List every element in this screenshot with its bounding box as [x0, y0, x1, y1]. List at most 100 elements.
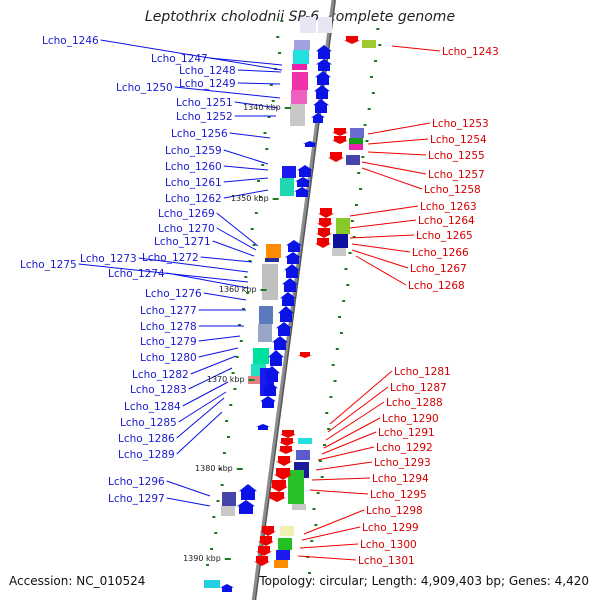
label-connector — [78, 263, 249, 283]
gene-label-left: Lcho_1247 — [151, 53, 208, 65]
reverse-gene-arrow — [344, 36, 360, 44]
track-tick — [254, 212, 258, 214]
track-tick — [205, 564, 209, 566]
gene-label-right: Lcho_1300 — [360, 539, 417, 551]
reverse-gene-arrow — [270, 480, 288, 492]
label-connector — [166, 272, 249, 289]
forward-gene-arrow — [239, 484, 257, 500]
track-tick — [329, 396, 333, 398]
feature-block — [248, 376, 263, 384]
label-connector — [216, 227, 257, 251]
reverse-gene-arrow — [318, 208, 334, 218]
scale-tick — [284, 107, 291, 109]
label-connector — [301, 526, 361, 541]
track-tick — [237, 324, 241, 326]
track-tick — [350, 220, 354, 222]
forward-gene-arrow — [256, 424, 270, 430]
track-tick — [371, 92, 375, 94]
gene-label-right: Lcho_1287 — [390, 382, 447, 394]
label-connector — [174, 86, 281, 99]
gene-label-right: Lcho_1299 — [362, 522, 419, 534]
forward-gene-arrow — [280, 292, 296, 306]
track-tick — [359, 188, 363, 190]
gene-label-left: Lcho_1271 — [154, 236, 211, 248]
gene-label-right: Lcho_1288 — [386, 397, 443, 409]
reverse-gene-arrow — [268, 492, 286, 502]
track-tick — [378, 44, 382, 46]
gene-label-left: Lcho_1278 — [140, 321, 197, 333]
gene-label-left: Lcho_1275 — [20, 259, 77, 271]
label-connector — [176, 397, 225, 439]
scale-tick — [224, 558, 231, 560]
scale-tick — [248, 379, 255, 381]
track-tick — [276, 36, 280, 38]
reverse-gene-arrow — [279, 438, 295, 446]
feature-block — [222, 492, 236, 506]
gene-label-right: Lcho_1292 — [376, 442, 433, 454]
track-tick — [363, 124, 367, 126]
label-connector — [237, 82, 281, 85]
gene-label-right: Lcho_1263 — [420, 201, 477, 213]
track-tick — [331, 364, 335, 366]
gene-label-right: Lcho_1281 — [394, 366, 451, 378]
scale-label: 1360 kbp — [219, 285, 257, 294]
track-tick — [220, 484, 224, 486]
gene-label-right: Lcho_1267 — [410, 263, 467, 275]
feature-block — [300, 17, 316, 33]
feature-block — [288, 470, 304, 504]
label-connector — [176, 411, 223, 455]
forward-gene-arrow — [284, 264, 300, 278]
label-connector — [223, 149, 269, 165]
track-tick — [346, 284, 350, 286]
track-tick — [325, 412, 329, 414]
track-tick — [312, 508, 316, 510]
gene-label-left: Lcho_1272 — [142, 252, 199, 264]
label-connector — [223, 189, 269, 199]
label-connector — [391, 45, 441, 52]
gene-label-right: Lcho_1301 — [358, 555, 415, 567]
feature-block — [265, 258, 279, 262]
scale-tick — [272, 198, 279, 200]
reverse-gene-arrow — [280, 430, 296, 438]
scale-label: 1370 kbp — [207, 375, 245, 384]
track-tick — [227, 436, 231, 438]
feature-block — [292, 64, 307, 70]
forward-gene-arrow — [303, 141, 317, 147]
label-connector — [349, 219, 417, 229]
forward-gene-arrow — [220, 584, 234, 592]
label-connector — [203, 292, 247, 301]
track-tick — [323, 444, 327, 446]
gene-label-right: Lcho_1298 — [366, 505, 423, 517]
reverse-gene-arrow — [278, 446, 294, 454]
gene-label-left: Lcho_1297 — [108, 493, 165, 505]
feature-block — [258, 324, 272, 342]
gene-label-left: Lcho_1274 — [108, 268, 165, 280]
track-tick — [342, 300, 346, 302]
gene-label-left: Lcho_1285 — [120, 417, 177, 429]
feature-block — [298, 438, 312, 444]
reverse-gene-arrow — [274, 468, 292, 480]
feature-block — [221, 506, 235, 516]
track-tick — [246, 292, 250, 294]
gene-label-left: Lcho_1284 — [124, 401, 181, 413]
forward-gene-arrow — [262, 382, 278, 396]
gene-label-left: Lcho_1251 — [176, 97, 233, 109]
track-tick — [242, 308, 246, 310]
label-connector — [349, 205, 419, 217]
forward-gene-arrow — [264, 366, 280, 382]
track-tick — [248, 260, 252, 262]
label-connector — [367, 151, 427, 156]
reverse-gene-arrow — [315, 238, 331, 248]
label-connector — [361, 161, 427, 175]
feature-block — [259, 306, 273, 324]
gene-label-right: Lcho_1268 — [408, 280, 465, 292]
feature-block — [332, 248, 346, 256]
label-connector — [234, 101, 279, 109]
gene-label-left: Lcho_1252 — [176, 111, 233, 123]
forward-gene-arrow — [272, 336, 288, 350]
track-tick — [367, 108, 371, 110]
tick-marks-layer — [205, 20, 382, 574]
track-tick — [244, 276, 248, 278]
track-tick — [310, 540, 314, 542]
